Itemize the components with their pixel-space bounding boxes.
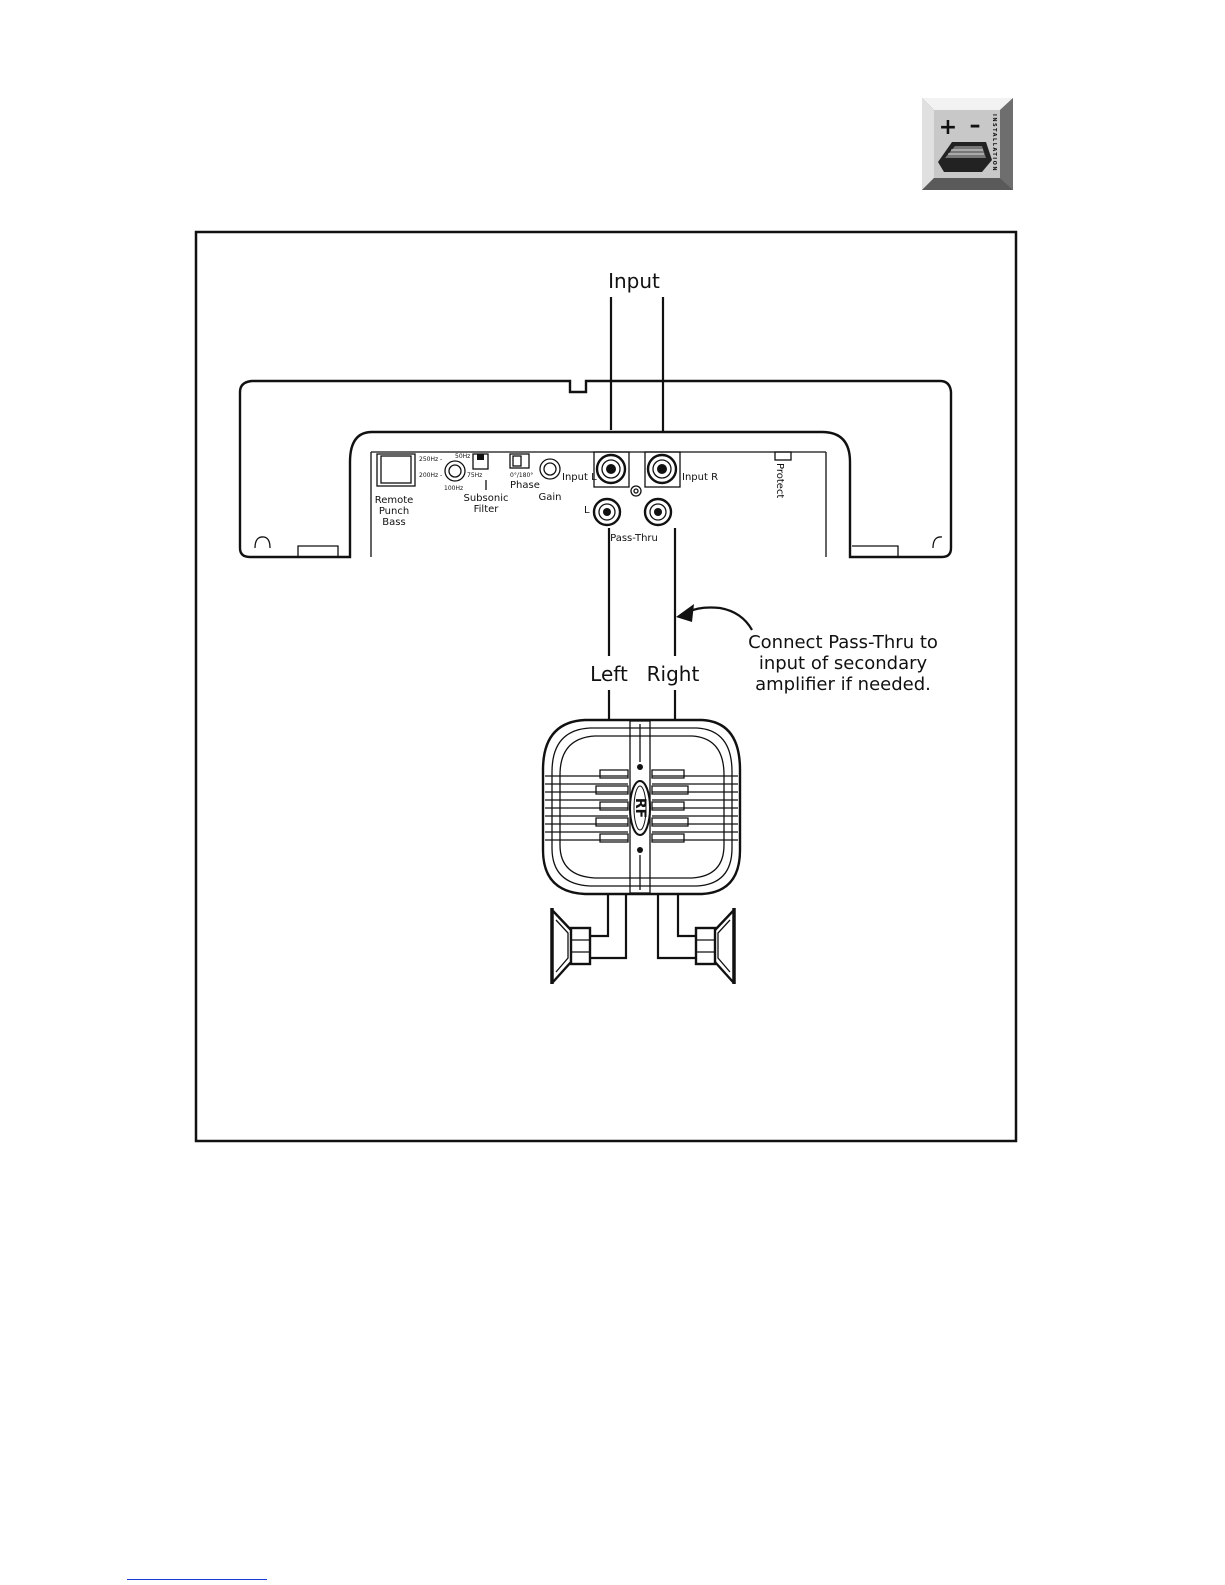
amp-screw-top — [637, 764, 643, 770]
center-screw-inner — [634, 489, 638, 493]
phase-switch-lever — [513, 456, 521, 466]
gain-label: Gain — [539, 492, 562, 503]
heatsink-fins-right — [652, 770, 738, 842]
foot-left — [255, 537, 338, 557]
speaker-wire-left — [590, 894, 626, 958]
protect-label: Protect — [774, 463, 785, 498]
badge-minus: – — [970, 113, 981, 138]
badge-bevel-right — [1000, 98, 1013, 190]
input-label: Input — [608, 269, 660, 293]
arrow-head — [676, 604, 694, 622]
badge-plus: + — [939, 115, 957, 140]
speaker-left-magnet — [571, 928, 590, 964]
remote-label-line3: Bass — [382, 517, 405, 528]
remote-punch-bass-jack — [377, 454, 415, 486]
speaker-right — [696, 908, 734, 984]
subsonic-label-line1: Subsonic — [464, 493, 509, 504]
amplifier-housing — [240, 381, 951, 557]
freq-250-label: 250Hz - — [419, 456, 442, 463]
freq-100-label: 100Hz — [444, 485, 463, 492]
frequency-knob-inner — [449, 465, 461, 477]
input-r-label: Input R — [682, 472, 718, 483]
phase-values-label: 0°/180° — [510, 472, 533, 479]
badge-vertical-text: INSTALLATION — [991, 114, 997, 172]
badge-bevel-top — [922, 98, 1013, 110]
center-screw — [631, 486, 641, 496]
secondary-amplifier: RF — [543, 720, 740, 894]
frequency-knob — [445, 461, 465, 481]
input-l-label: Input L — [562, 472, 597, 483]
brand-logo-text: RF — [632, 798, 648, 818]
rca-input-r-pin — [657, 464, 667, 474]
badge-bevel-left — [922, 98, 934, 190]
freq-200-label: 200Hz - — [419, 472, 442, 479]
pass-thru-label: Pass-Thru — [610, 533, 658, 544]
footer-rule — [127, 1579, 267, 1580]
rca-pass-thru-r-pin — [654, 508, 662, 516]
pass-l-label: L — [584, 505, 590, 516]
rca-input-l-pin — [606, 464, 616, 474]
freq-75-label: 75Hz — [467, 472, 482, 479]
rca-pass-thru-l-pin — [603, 508, 611, 516]
foot-right — [852, 537, 942, 557]
annotation-line1: Connect Pass-Thru to — [748, 632, 938, 653]
heatsink-fins-left — [545, 770, 628, 842]
protect-led — [775, 452, 791, 460]
annotation-line2: input of secondary — [759, 653, 928, 674]
annotation-line3: amplifier if needed. — [755, 674, 931, 695]
freq-50-label: 50Hz — [455, 453, 470, 460]
badge-bevel-bottom — [922, 178, 1013, 190]
gain-knob — [540, 459, 560, 479]
speaker-wire-right — [658, 894, 696, 958]
pass-thru-annotation-arrow — [676, 604, 752, 630]
subsonic-label-line2: Filter — [474, 504, 500, 515]
speaker-left-cone-inner — [556, 920, 568, 972]
left-label: Left — [590, 662, 628, 686]
amplifier-end-panel: Remote Punch Bass 250Hz - 50Hz 200Hz - 7… — [240, 381, 951, 557]
remote-label-line1: Remote — [375, 495, 414, 506]
installation-badge: + – INSTALLATION — [922, 98, 1013, 190]
remote-label-line2: Punch — [379, 506, 409, 517]
speaker-right-magnet — [696, 928, 715, 964]
subsonic-filter-switch-lever — [477, 454, 484, 460]
remote-punch-bass-jack-inner — [381, 456, 411, 483]
speaker-right-cone-inner — [718, 920, 730, 972]
speaker-left — [552, 908, 590, 984]
gain-knob-inner — [544, 463, 556, 475]
amp-screw-bottom — [637, 847, 643, 853]
phase-label: Phase — [510, 480, 540, 491]
right-label: Right — [647, 662, 700, 686]
